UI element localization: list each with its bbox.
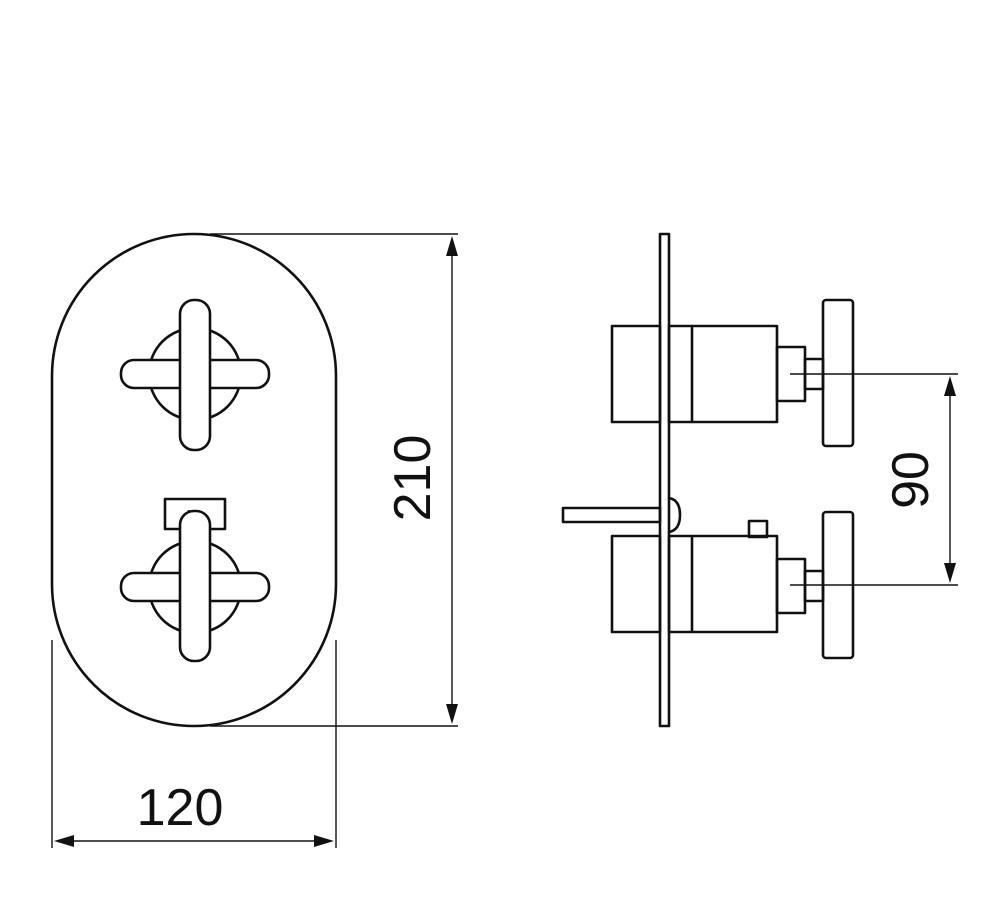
- height-dimension: 210: [210, 233, 458, 727]
- spacing-dimension-label: 90: [882, 451, 940, 509]
- width-dimension-label: 120: [137, 779, 224, 837]
- side-plate: [658, 232, 671, 728]
- spacing-dimension: 90: [790, 373, 958, 586]
- side-view: 90: [561, 232, 958, 728]
- width-dimension: 120: [51, 640, 337, 848]
- upper-valve-body: [610, 298, 855, 448]
- diverter-spout: [561, 496, 682, 534]
- cover-plate-outline: [50, 232, 338, 728]
- front-view: + - 210 120: [50, 232, 458, 848]
- height-dimension-label: 210: [384, 435, 442, 522]
- lower-cross-handle: [119, 509, 271, 663]
- upper-cross-handle: [119, 298, 271, 452]
